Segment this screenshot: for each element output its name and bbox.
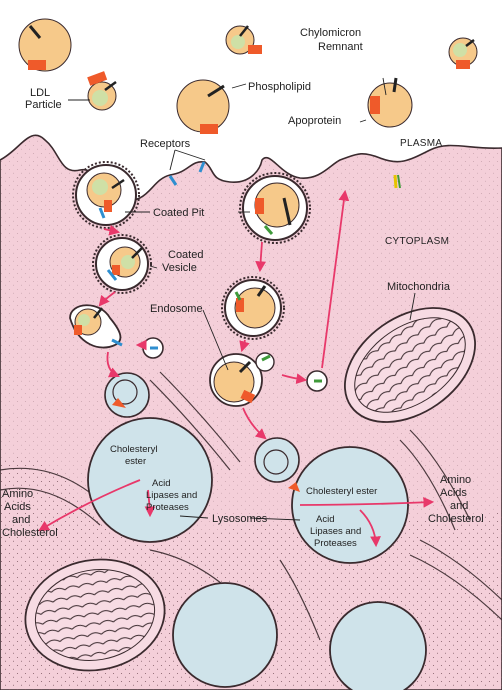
ldl-particle-3: [177, 80, 229, 134]
label-ester-left: ester: [125, 456, 146, 467]
label-ldl-particle: Particle: [25, 99, 62, 111]
label-apoprotein: Apoprotein: [288, 115, 341, 127]
label-ldl: LDL: [30, 87, 50, 99]
label-acids-left: Acids: [4, 501, 31, 513]
label-lipases-left: Lipases and: [146, 490, 197, 501]
label-plasma: PLASMA: [400, 138, 442, 149]
label-mitochondria: Mitochondria: [387, 281, 451, 293]
lysosome-left: [88, 418, 212, 542]
label-and-right: and: [450, 500, 468, 512]
label-lysosomes: Lysosomes: [212, 513, 268, 525]
label-acid-right: Acid: [316, 514, 334, 525]
ldl-particle-4: [226, 26, 262, 54]
label-acid-left: Acid: [152, 478, 170, 489]
label-cytoplasm: CYTOPLASM: [385, 236, 449, 247]
label-proteases-left: Proteases: [146, 502, 189, 513]
coated-pit-left: [73, 162, 139, 228]
label-phospholipid: Phospholipid: [248, 81, 311, 93]
label-cholesteryl-right: Cholesteryl ester: [306, 486, 377, 497]
label-cholesteryl-left: Cholesteryl: [110, 444, 158, 455]
label-receptors: Receptors: [140, 138, 191, 150]
label-acids-right: Acids: [440, 487, 467, 499]
lysosome-bottom-center: [173, 583, 277, 687]
label-amino-left: Amino: [2, 488, 33, 500]
chylomicron-remnant: [368, 78, 412, 127]
label-cholesterol-left: Cholesterol: [2, 527, 58, 539]
lysosome-bottom-right: [330, 602, 426, 690]
label-endosome: Endosome: [150, 303, 203, 315]
label-remnant: Remnant: [318, 41, 363, 53]
label-coated-pit: Coated Pit: [153, 207, 204, 219]
label-proteases-right: Proteases: [314, 538, 357, 549]
label-cholesterol-right: Cholesterol: [428, 513, 484, 525]
ldl-particle-5: [449, 38, 477, 69]
label-amino-right: Amino: [440, 474, 471, 486]
label-coated: Coated: [168, 249, 203, 261]
ldl-particle-1: [19, 19, 71, 71]
vesicle-fusing-right: [255, 438, 299, 482]
label-lipases-right: Lipases and: [310, 526, 361, 537]
label-chylomicron: Chylomicron: [300, 27, 361, 39]
label-vesicle: Vesicle: [162, 262, 197, 274]
label-and-left: and: [12, 514, 30, 526]
ldl-particle-2: [87, 71, 116, 110]
